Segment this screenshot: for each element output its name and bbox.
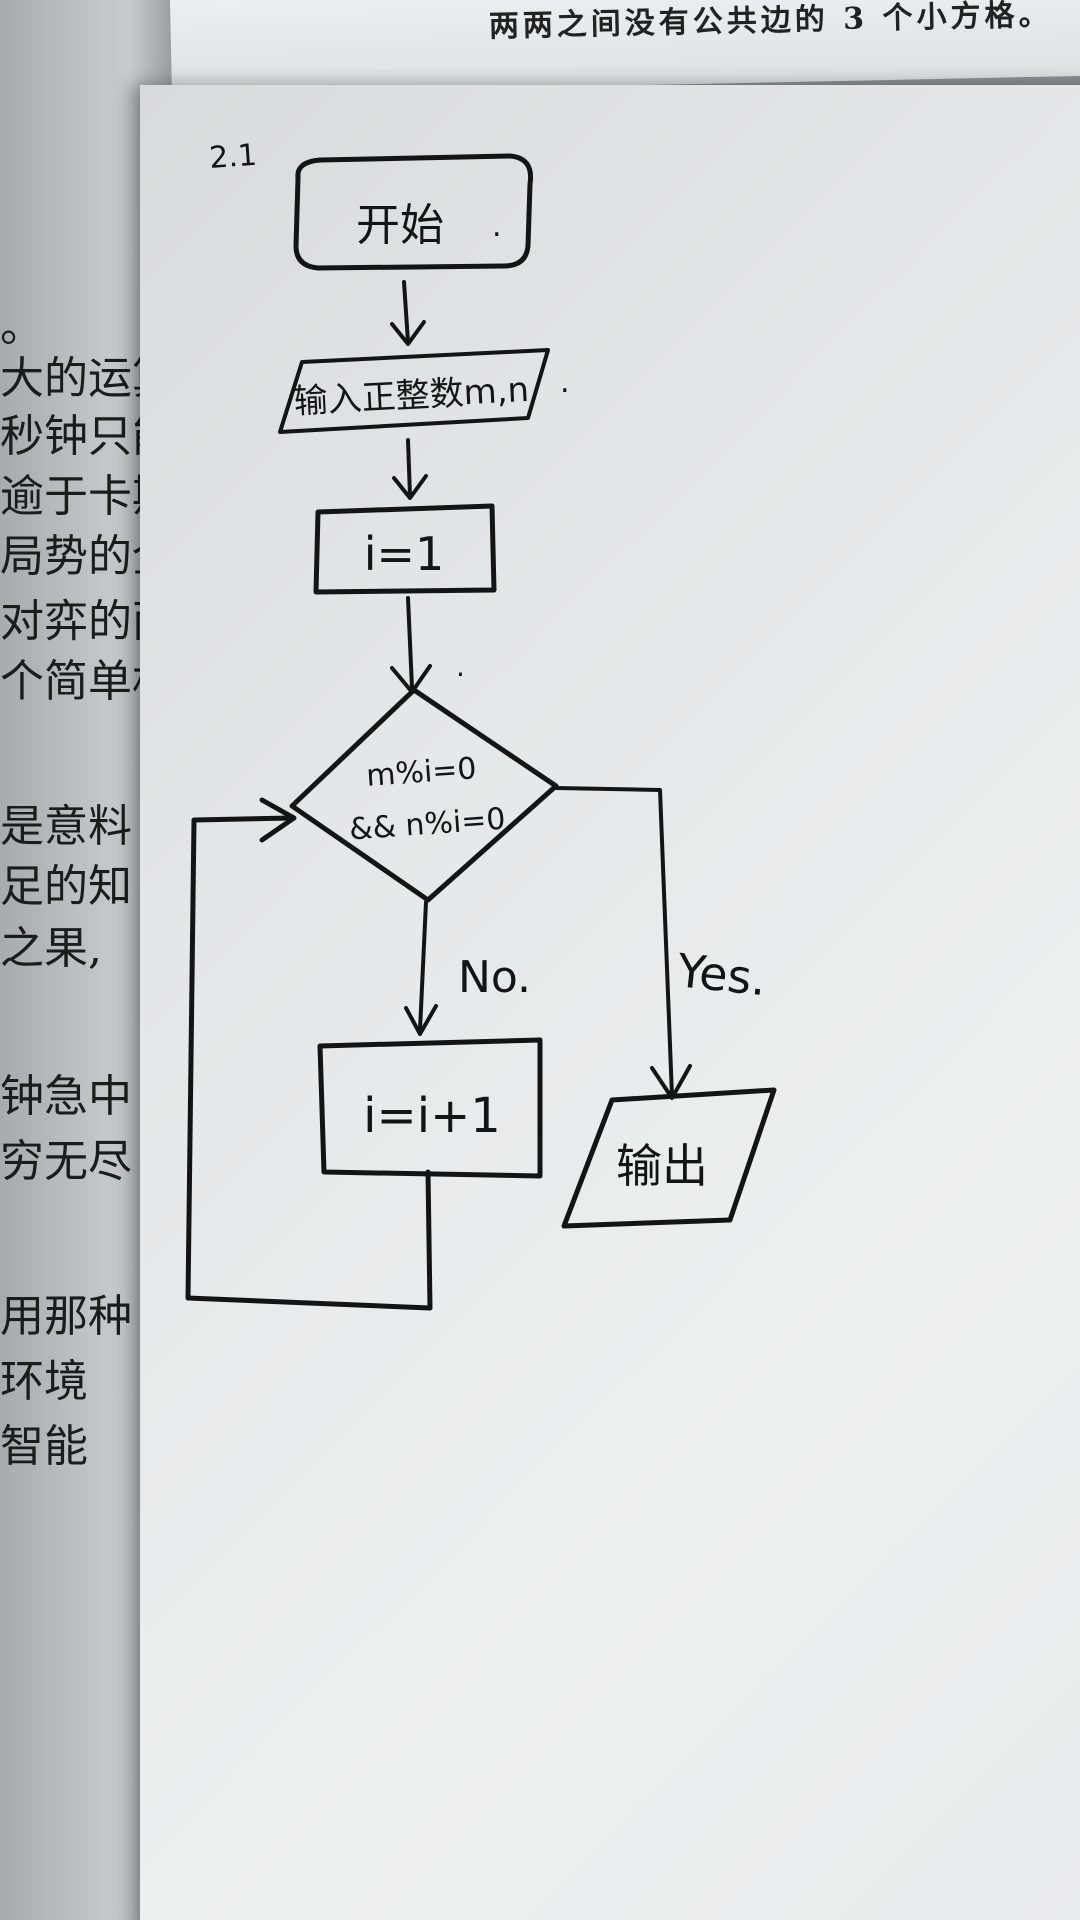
arrow-no-branch bbox=[418, 900, 428, 1032]
init-process bbox=[313, 503, 497, 595]
yes-label: Yes. bbox=[674, 943, 769, 1006]
init-label: i=1 bbox=[364, 527, 445, 581]
increment-process bbox=[317, 1037, 543, 1179]
arrow-no-branch-head bbox=[404, 1004, 438, 1036]
left-text-line: 足的知 bbox=[0, 861, 132, 912]
left-text-line: 用那种 bbox=[0, 1291, 132, 1342]
left-text-line: 。 bbox=[0, 301, 44, 352]
output-parallelogram bbox=[561, 1087, 777, 1229]
arrow-start-to-input-head bbox=[390, 320, 426, 346]
start-terminator bbox=[293, 153, 534, 271]
loop-back-arrowhead bbox=[259, 797, 297, 843]
left-text-line: 钟急中 bbox=[0, 1071, 132, 1122]
section-label: 2.1 bbox=[208, 138, 258, 176]
left-text-line: 是意料 bbox=[0, 801, 132, 852]
arrow-input-to-init bbox=[406, 438, 412, 498]
arrow-input-to-init-head bbox=[392, 474, 428, 500]
input-parallelogram bbox=[278, 348, 550, 434]
arrow-yes-branch bbox=[554, 786, 674, 1098]
condition-line-1: m%i=0 bbox=[365, 751, 477, 794]
output-label: 输出 bbox=[616, 1139, 708, 1193]
decision-diamond bbox=[289, 687, 559, 903]
start-label: 开始 bbox=[356, 200, 444, 251]
ink-dot: . bbox=[456, 650, 465, 683]
left-text-line: 环境 bbox=[0, 1356, 88, 1407]
ink-dot: . bbox=[560, 365, 570, 400]
input-label: 输入正整数m,n bbox=[293, 370, 530, 422]
arrow-init-to-decision bbox=[406, 596, 414, 690]
increment-label: i=i+1 bbox=[363, 1088, 501, 1144]
paper-sheet bbox=[140, 85, 1080, 1920]
left-text-line: 之果, bbox=[0, 923, 102, 974]
arrow-start-to-input bbox=[402, 280, 410, 344]
condition-line-2: && n%i=0 bbox=[348, 802, 506, 848]
loop-back-line bbox=[185, 815, 433, 1311]
left-text-line: 智能 bbox=[0, 1421, 88, 1472]
ink-dot: . bbox=[492, 209, 502, 244]
left-text-line: 穷无尽 bbox=[0, 1136, 132, 1187]
no-label: No. bbox=[458, 952, 531, 1003]
